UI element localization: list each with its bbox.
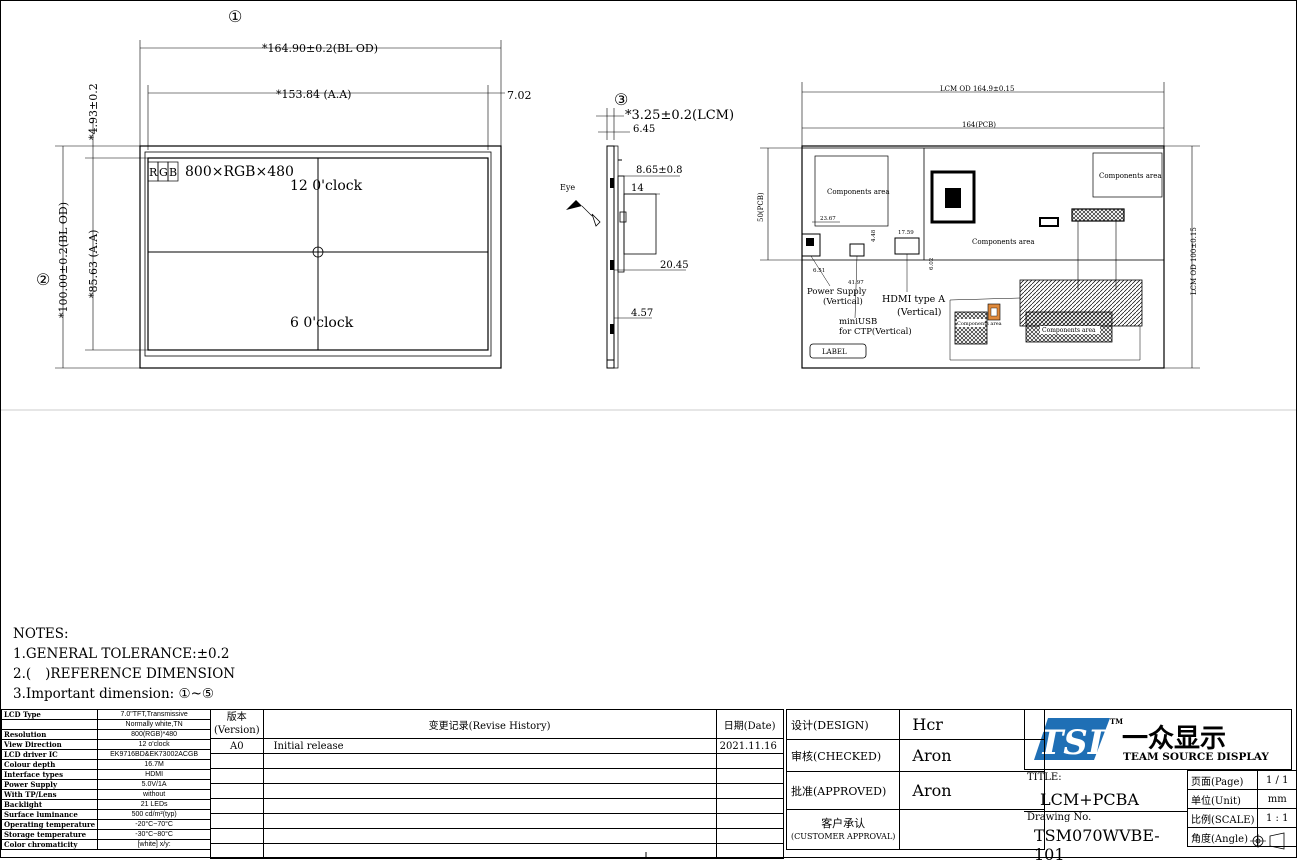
logo-tm: TM xyxy=(1110,717,1123,726)
ic-chip xyxy=(930,170,976,224)
hdmi-label: HDMI type A xyxy=(882,294,945,305)
rev-version: A0 xyxy=(210,738,264,754)
components-area-2: Components area xyxy=(1099,172,1162,180)
side-view: ③ *3.25±0.2(LCM) 6.45 8.65±0.8 14 20.45 … xyxy=(560,90,734,369)
meta-table: 页面(Page)1 / 1 单位(Unit)mm 比例(SCALE)1 : 1 … xyxy=(1186,770,1297,847)
design-value: Hcr xyxy=(899,709,1046,740)
unit-value: mm xyxy=(1257,789,1297,809)
page-value: 1 / 1 xyxy=(1257,770,1297,790)
dim-lcm-thickness: *3.25±0.2(LCM) xyxy=(625,108,734,123)
power-supply-label: Power Supply xyxy=(807,287,866,297)
pcb-outline xyxy=(801,147,1165,261)
dim-6-45: 6.45 xyxy=(633,124,655,135)
dim-d5: 6.51 xyxy=(813,268,825,274)
notes: NOTES: 1.GENERAL TOLERANCE:±0.2 2.( )REFE… xyxy=(13,624,235,704)
dim-14: 14 xyxy=(631,183,644,194)
components-area-3: Components area xyxy=(972,238,1035,246)
logo-box xyxy=(1024,709,1292,770)
back-view: LCM OD 164.9±0.15 164(PCB) 50(PCB) LCM O… xyxy=(757,82,1200,369)
brand-en-name: TEAM SOURCE DISPLAY xyxy=(1123,751,1269,763)
dim-bl-od-width: *164.90±0.2(BL OD) xyxy=(262,42,378,55)
dim-aa-width: *153.84 (A.A) xyxy=(276,88,351,101)
revision-table: 版本 (Version) 变更记录(Revise History) 日期(Date… xyxy=(210,709,784,859)
note-2b: )REFERENCE DIMENSION xyxy=(45,666,236,682)
eye-label: Eye xyxy=(560,183,575,192)
scale-value: 1 : 1 xyxy=(1257,808,1297,828)
logo-letters: TSD xyxy=(1038,723,1118,763)
rev-h-record: 变更记录(Revise History) xyxy=(262,709,717,739)
dim-4-57: 4.57 xyxy=(631,308,653,319)
callout-3: ③ xyxy=(614,90,628,109)
customer-label-en: (CUSTOMER APPROVAL) xyxy=(791,831,896,841)
notes-title: NOTES: xyxy=(13,626,69,642)
rgb-g: G xyxy=(159,166,168,179)
approval-table: 设计(DESIGN)Hcr 审核(CHECKED)Aron 批准(APPROVE… xyxy=(785,709,1046,850)
note-2: 2.( )REFERENCE DIMENSION xyxy=(13,664,235,684)
dim-pcb-lcm-od-h: LCM OD 100±0.15 xyxy=(1190,227,1198,295)
rev-date: 2021.11.16 xyxy=(715,738,784,754)
checked-value: Aron xyxy=(899,739,1046,772)
note-3: 3.Important dimension: ①~⑤ xyxy=(13,686,214,702)
center-mark xyxy=(312,246,324,258)
dim-d6: 6.02 xyxy=(929,258,935,270)
customer-label: 客户承认 xyxy=(821,816,866,830)
rev-h-version2: (Version) xyxy=(214,725,260,736)
dim-d4: 4.48 xyxy=(871,229,877,242)
title-block: TITLE: LCM+PCBA Drawing No. TSM070WVBE-1… xyxy=(1024,770,1187,864)
callout-1: ① xyxy=(228,7,242,26)
dim-d1: 23.67 xyxy=(820,216,836,222)
power-supply-vertical: (Vertical) xyxy=(823,296,863,307)
dim-aa-height: *85.63 (A.A) xyxy=(87,230,100,298)
dim-d2: 17.59 xyxy=(898,230,914,236)
dim-right-offset: 7.02 xyxy=(507,89,532,102)
title-value: LCM+PCBA xyxy=(1040,790,1139,809)
components-area-5: Components area xyxy=(957,321,1002,327)
brand-cn-name: 一众显示 xyxy=(1122,724,1226,754)
design-label: 设计(DESIGN) xyxy=(785,709,901,740)
resolution-label: 800×RGB×480 xyxy=(185,164,294,180)
dim-8-65: 8.65±0.8 xyxy=(636,165,683,176)
label-box xyxy=(809,343,867,359)
clock12-label: 12 0'clock xyxy=(290,178,363,194)
clock6-label: 6 0'clock xyxy=(290,315,354,331)
drawing-no-label: Drawing No. xyxy=(1027,812,1092,823)
title-label: TITLE: xyxy=(1027,772,1062,783)
hdmi-vertical: (Vertical) xyxy=(897,307,941,318)
components-area-1: Components area xyxy=(827,188,890,196)
dim-pcb-lcm-od: LCM OD 164.9±0.15 xyxy=(940,85,1014,93)
dim-20-45: 20.45 xyxy=(660,260,689,271)
lcm-outline xyxy=(139,145,502,369)
approved-label: 批准(APPROVED) xyxy=(785,771,901,810)
dim-top-offset: *4.93±0.2 xyxy=(87,83,100,140)
view-arrow-icon xyxy=(591,213,601,227)
unit-label: 单位(Unit) xyxy=(1186,789,1259,809)
rev-h-date: 日期(Date) xyxy=(715,709,784,739)
dim-pcb-width: 164(PCB) xyxy=(962,121,996,129)
scale-label: 比例(SCALE) xyxy=(1186,808,1259,828)
note-1: 1.GENERAL TOLERANCE:±0.2 xyxy=(13,646,230,662)
rev-h-version: 版本 xyxy=(226,712,247,723)
angle-label: 角度(Angle) xyxy=(1186,827,1259,847)
fpc-connector xyxy=(1071,208,1125,222)
front-view: ① *164.90±0.2(BL OD) *153.84 (A.A) 7.02 … xyxy=(36,7,532,369)
page-label: 页面(Page) xyxy=(1186,770,1259,790)
checked-label: 审核(CHECKED) xyxy=(785,739,901,772)
brand-logo: TSD TM 一众显示 TEAM SOURCE DISPLAY xyxy=(1034,717,1269,763)
note-2a: 2.( xyxy=(13,666,32,682)
callout-2: ② xyxy=(36,270,50,289)
label-text: LABEL xyxy=(822,348,847,356)
miniusb-ctp-label: for CTP(Vertical) xyxy=(839,326,912,337)
components-area-4: Components area xyxy=(1042,327,1096,334)
rgb-b: B xyxy=(169,166,177,179)
dim-bl-od-height: *100.00±0.2(BL OD) xyxy=(57,202,70,318)
dim-pcb-height: 50(PCB) xyxy=(757,192,765,222)
drawing-no-value: TSM070WVBE-101 xyxy=(1034,826,1160,864)
miniusb-label: miniUSB xyxy=(839,317,877,327)
rgb-r: R xyxy=(149,166,158,179)
connector-small xyxy=(1039,217,1059,227)
rev-record: Initial release xyxy=(262,738,717,754)
eye-icon xyxy=(566,200,582,210)
